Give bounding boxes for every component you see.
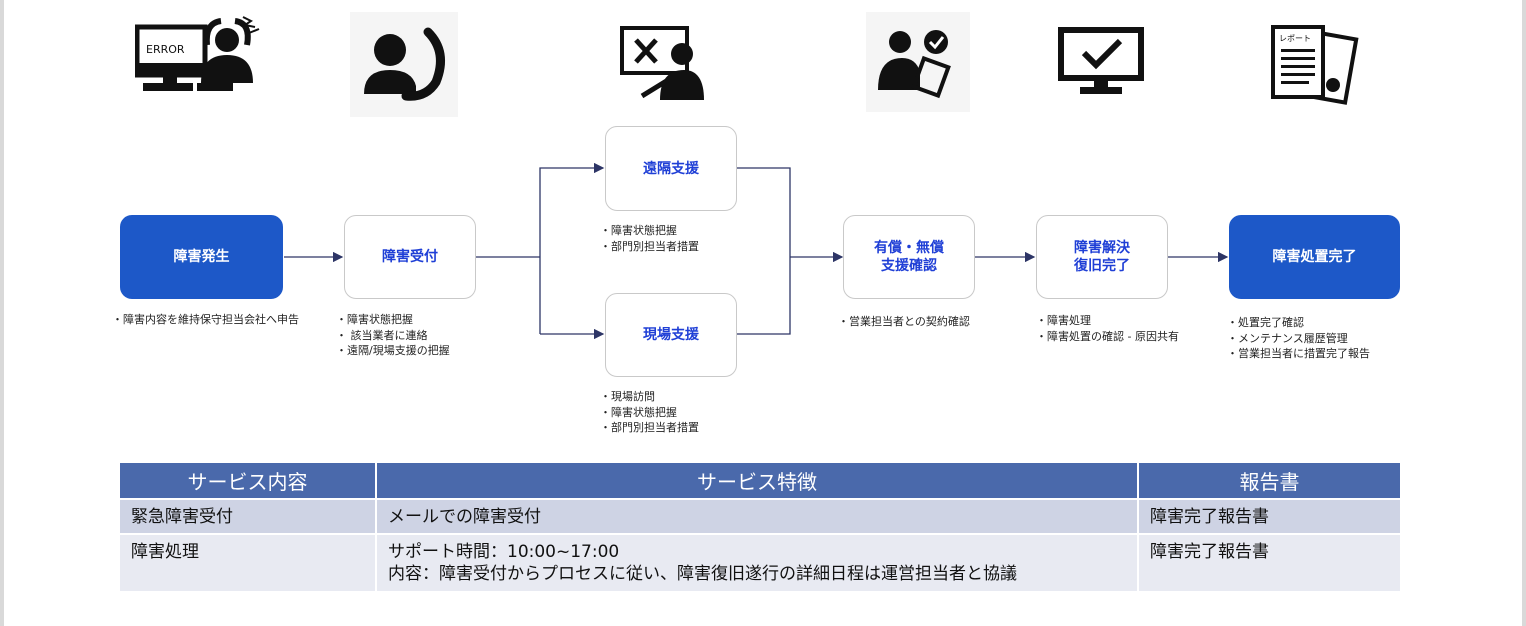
table-row: 障害処理 サポート時間：10:00~17:00 内容：障害受付からプロセスに従い… — [120, 533, 1400, 591]
service-table: サービス内容 サービス特徴 報告書 緊急障害受付 メールでの障害受付 障害完了報… — [120, 463, 1400, 591]
page-border-left — [0, 0, 4, 626]
node-contract-check: 有償・無償 支援確認 — [843, 215, 975, 299]
note-item: 部門別担当者措置 — [600, 420, 699, 436]
table-header-row: サービス内容 サービス特徴 報告書 — [120, 463, 1400, 499]
cell-report: 障害完了報告書 — [1138, 533, 1400, 591]
page-border-right — [1522, 0, 1526, 626]
note-item: 部門別担当者措置 — [600, 239, 699, 255]
cell-report: 障害完了報告書 — [1138, 498, 1400, 534]
notes-remote: 障害状態把握 部門別担当者措置 — [600, 223, 699, 254]
notes-resolution: 障害処理 障害処置の確認 - 原因共有 — [1036, 313, 1179, 344]
note-item: 遠隔/現場支援の把握 — [336, 343, 450, 359]
node-failure-reception: 障害受付 — [344, 215, 476, 299]
header-service-content: サービス内容 — [120, 463, 377, 499]
error-label: ERROR — [146, 43, 185, 56]
line-merge — [737, 167, 791, 335]
table-row: 緊急障害受付 メールでの障害受付 障害完了報告書 — [120, 498, 1400, 534]
note-item: 障害処理 — [1036, 313, 1179, 329]
notes-contract: 営業担当者との契約確認 — [838, 314, 970, 330]
notes-onsite: 現場訪問 障害状態把握 部門別担当者措置 — [600, 389, 699, 436]
node-remote-support: 遠隔支援 — [605, 126, 737, 211]
cell-feature: サポート時間：10:00~17:00 内容：障害受付からプロセスに従い、障害復旧… — [376, 533, 1139, 591]
note-item: 障害状態把握 — [336, 312, 450, 328]
header-report: 報告書 — [1138, 463, 1400, 499]
cell-service: 緊急障害受付 — [120, 498, 377, 534]
node-onsite-support: 現場支援 — [605, 293, 737, 377]
note-item: 現場訪問 — [600, 389, 699, 405]
note-item: 障害内容を維持保守担当会社へ申告 — [112, 312, 299, 328]
header-service-features: サービス特徴 — [376, 463, 1139, 499]
node-handling-complete: 障害処置完了 — [1229, 215, 1400, 299]
notes-completion: 処置完了確認 メンテナンス履歴管理 営業担当者に措置完了報告 — [1227, 315, 1370, 362]
arrow-branch-remote — [539, 162, 605, 334]
note-item: 障害状態把握 — [600, 223, 699, 239]
note-item: 営業担当者に措置完了報告 — [1227, 346, 1370, 362]
note-item: 処置完了確認 — [1227, 315, 1370, 331]
cell-service: 障害処理 — [120, 533, 377, 591]
note-item: 営業担当者との契約確認 — [838, 314, 970, 330]
notes-occurrence: 障害内容を維持保守担当会社へ申告 — [112, 312, 299, 328]
checklist-person-icon — [866, 12, 970, 112]
note-item: 障害処置の確認 - 原因共有 — [1036, 329, 1179, 345]
cell-feature: メールでの障害受付 — [376, 498, 1139, 534]
note-item: 該当業者に連絡 — [336, 328, 450, 344]
note-item: 障害状態把握 — [600, 405, 699, 421]
phone-support-icon — [350, 12, 458, 117]
node-resolution-complete: 障害解決 復旧完了 — [1036, 215, 1168, 299]
note-item: メンテナンス履歴管理 — [1227, 331, 1370, 347]
monitor-check-icon — [1056, 25, 1146, 97]
report-label: レポート — [1279, 34, 1311, 43]
technician-screen-icon — [612, 18, 707, 103]
report-document-icon: レポート — [1265, 25, 1360, 110]
node-failure-occurrence: 障害発生 — [120, 215, 283, 299]
notes-reception: 障害状態把握 該当業者に連絡 遠隔/現場支援の把握 — [336, 312, 450, 359]
error-computer-icon: ERROR — [135, 15, 260, 95]
